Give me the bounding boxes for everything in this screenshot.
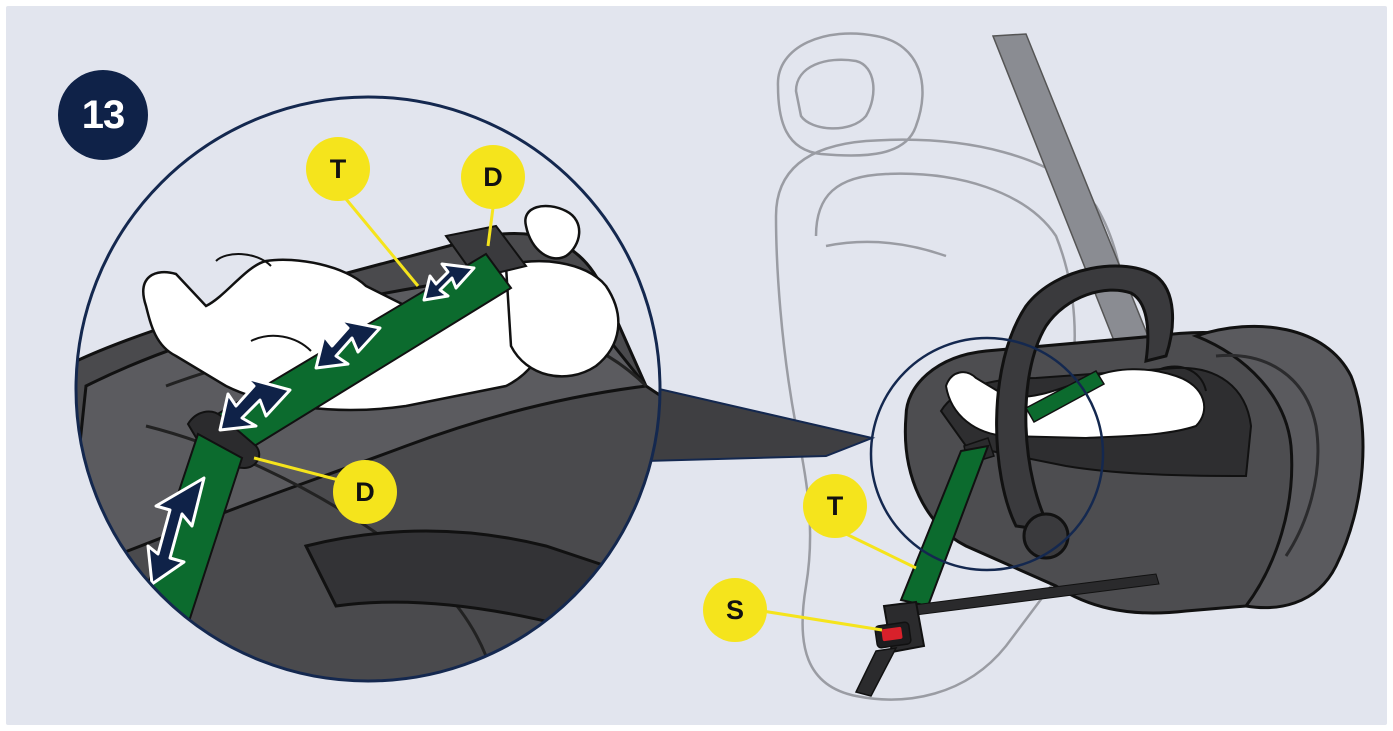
callout-t-main: T (803, 474, 867, 538)
seatbelt-buckle-icon (854, 600, 926, 697)
callout-t-zoom: T (306, 137, 370, 201)
detail-circle (869, 336, 1105, 572)
installation-illustration (74, 32, 1365, 701)
callout-d-zoom-bottom: D (333, 460, 397, 524)
down-left-arrow-icon (314, 318, 382, 370)
down-left-arrow-icon (218, 376, 292, 432)
step-number-badge: 13 (58, 70, 148, 160)
down-left-arrow-icon (422, 262, 476, 302)
zoom-circle-border (74, 95, 662, 683)
headrest (776, 32, 924, 157)
callout-d-zoom-top: D (461, 145, 525, 209)
canopy (1191, 324, 1365, 610)
callout-s-main: S (703, 578, 767, 642)
infant-carrier (854, 264, 1365, 697)
illustration-panel: 13 T D D T S (6, 6, 1387, 725)
zoom-connector (645, 384, 876, 463)
carrier-lap-belt (1024, 370, 1106, 424)
baby-hand (524, 204, 581, 260)
carry-handle (995, 264, 1175, 533)
